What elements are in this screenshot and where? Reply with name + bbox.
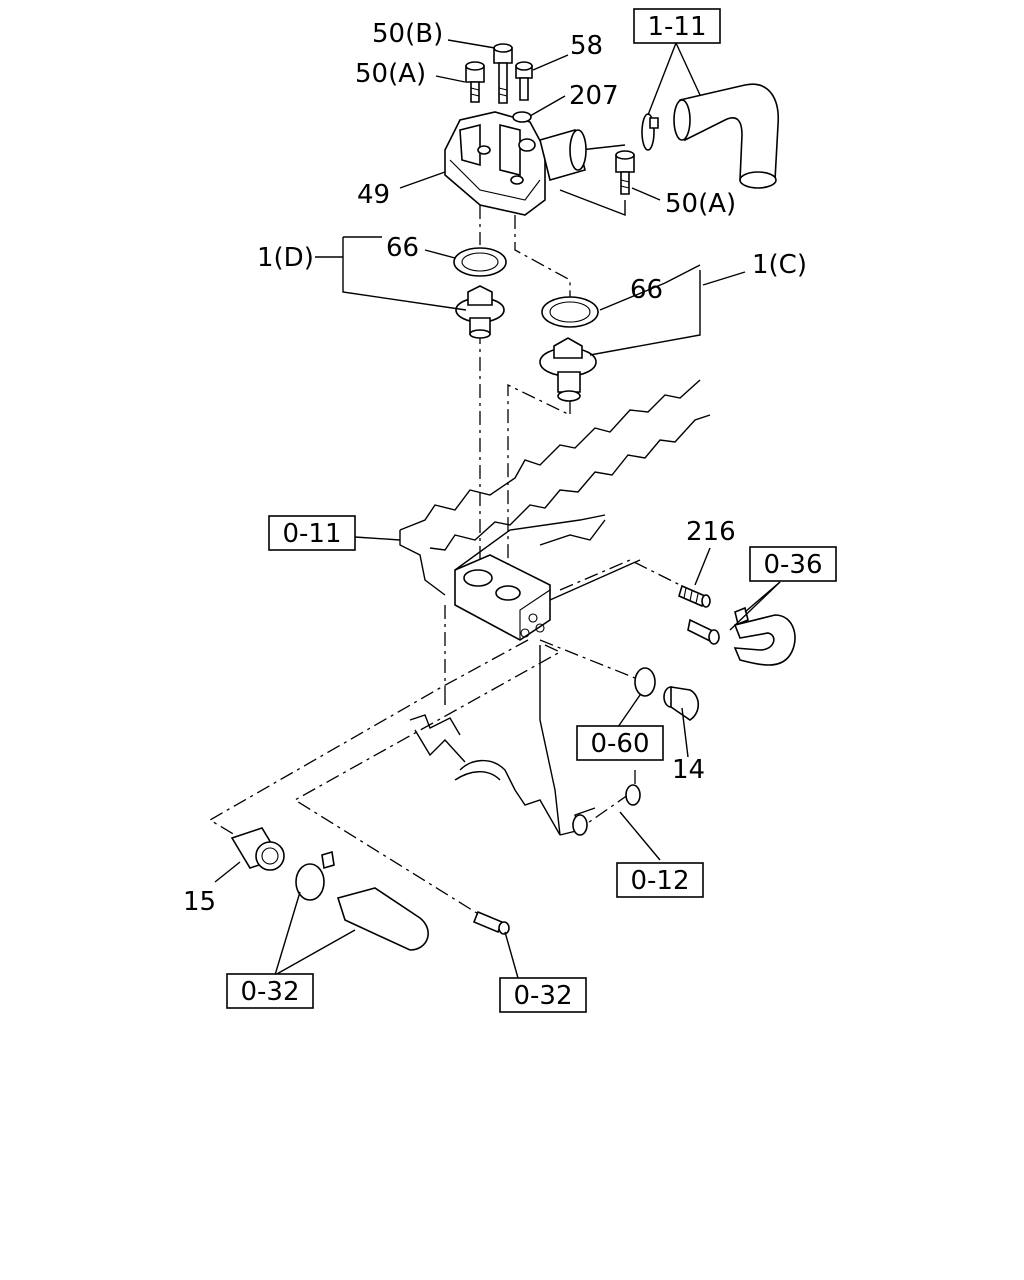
label-207: 207 [569, 81, 619, 111]
label-50a-right: 50(A) [665, 189, 736, 219]
washer-060 [634, 667, 656, 697]
label-50b: 50(B) [372, 19, 443, 49]
upper-hose [641, 83, 780, 189]
ref-0-32-left-text: 0-32 [240, 977, 299, 1007]
ref-0-32-right-text: 0-32 [513, 981, 572, 1011]
bore-right [495, 585, 521, 601]
label-216: 216 [686, 517, 736, 547]
gasket-66-right [541, 296, 599, 328]
reference-boxes: 1-11 0-11 0-36 0-60 0-12 0-32 0-32 [226, 8, 837, 1013]
thermostat-1d [455, 285, 505, 339]
gasket-66-left [453, 247, 507, 277]
part-labels: 50(B) 58 50(A) 207 49 50(A) 66 1(D) 66 1… [183, 19, 807, 917]
ref-0-11[interactable]: 0-11 [268, 515, 356, 551]
bolt-50b [493, 43, 513, 104]
ref-0-60-text: 0-60 [590, 729, 649, 759]
ref-1-11[interactable]: 1-11 [633, 8, 721, 44]
ref-0-32-left[interactable]: 0-32 [226, 973, 314, 1009]
label-1c: 1(C) [752, 250, 807, 280]
bolts [465, 43, 635, 195]
plug-14 [663, 686, 700, 721]
bolt-50a-right [615, 150, 635, 195]
thermostat-housing [444, 111, 587, 216]
ref-0-12-text: 0-12 [630, 866, 689, 896]
label-50a-top: 50(A) [355, 59, 426, 89]
bolt-50a-top [465, 61, 485, 103]
fitting-216 [678, 584, 711, 608]
label-49: 49 [357, 180, 390, 210]
bolt-58 [515, 61, 533, 101]
label-leaders [214, 39, 781, 979]
bypass-hose-036 [687, 606, 796, 666]
ref-0-36[interactable]: 0-36 [749, 546, 837, 582]
ref-0-11-text: 0-11 [282, 519, 341, 549]
washer-207 [512, 111, 532, 123]
ref-1-11-text: 1-11 [647, 12, 706, 42]
elbow-15 [230, 827, 285, 871]
thermostat-1c [539, 337, 597, 402]
label-66-left: 66 [386, 233, 419, 263]
label-58: 58 [570, 31, 603, 61]
label-1d: 1(D) [257, 243, 314, 273]
engine-block [399, 379, 711, 836]
label-14: 14 [672, 755, 705, 785]
ref-0-32-right[interactable]: 0-32 [499, 977, 587, 1013]
lower-hose-032 [295, 850, 429, 951]
label-15: 15 [183, 887, 216, 917]
ref-0-36-text: 0-36 [763, 550, 822, 580]
label-66-right: 66 [630, 275, 663, 305]
bore-left [463, 569, 493, 587]
ref-0-12[interactable]: 0-12 [616, 862, 704, 898]
ref-0-60[interactable]: 0-60 [576, 725, 664, 761]
drain-cock-032 [472, 910, 510, 935]
